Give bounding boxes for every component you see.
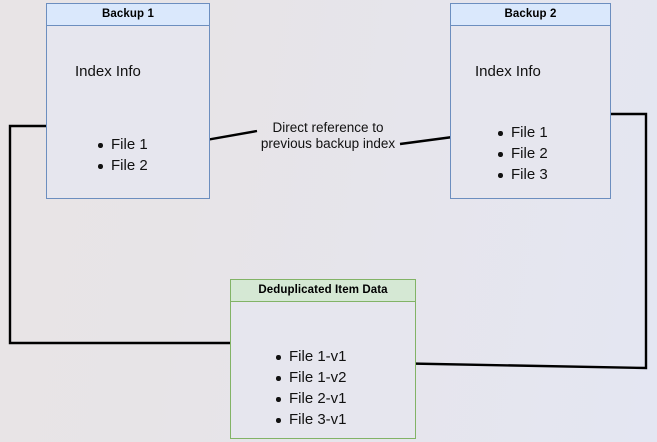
list-item: File 2 <box>496 143 548 164</box>
node-backup-2[interactable]: Backup 2 Index Info File 1 File 2 File 3 <box>450 3 611 199</box>
list-item: File 1 <box>96 134 148 155</box>
list-item: File 3 <box>496 164 548 185</box>
list-item: File 1-v2 <box>274 367 347 388</box>
node-backup-2-header: Backup 2 <box>451 4 610 26</box>
node-deduplicated-item-data-body: File 1-v1 File 1-v2 File 2-v1 File 3-v1 <box>231 302 415 438</box>
node-backup-1-header: Backup 1 <box>47 4 209 26</box>
deduplicated-file-list: File 1-v1 File 1-v2 File 2-v1 File 3-v1 <box>274 346 347 430</box>
backup-1-index-info-title: Index Info <box>75 63 141 80</box>
backup-1-file-list: File 1 File 2 <box>96 134 148 176</box>
node-deduplicated-item-data[interactable]: Deduplicated Item Data File 1-v1 File 1-… <box>230 279 416 439</box>
list-item: File 2 <box>96 155 148 176</box>
backup-2-file-list: File 1 File 2 File 3 <box>496 122 548 185</box>
node-backup-1[interactable]: Backup 1 Index Info File 1 File 2 <box>46 3 210 199</box>
list-item: File 3-v1 <box>274 409 347 430</box>
node-backup-2-body: Index Info File 1 File 2 File 3 <box>451 26 610 198</box>
list-item: File 1-v1 <box>274 346 347 367</box>
backup-2-index-info-title: Index Info <box>475 63 541 80</box>
node-backup-1-body: Index Info File 1 File 2 <box>47 26 209 198</box>
edge-label-direct-reference: Direct reference to previous backup inde… <box>260 120 396 151</box>
list-item: File 1 <box>496 122 548 143</box>
list-item: File 2-v1 <box>274 388 347 409</box>
node-deduplicated-item-data-header: Deduplicated Item Data <box>231 280 415 302</box>
